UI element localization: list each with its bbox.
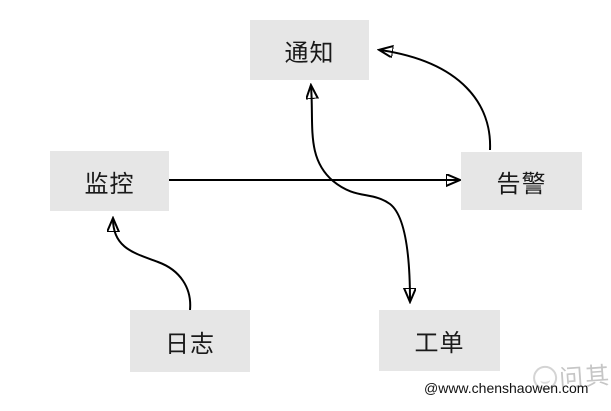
node-ticket: 工单 [379, 310, 500, 371]
node-notify: 通知 [250, 20, 369, 80]
node-alert: 告警 [461, 152, 582, 210]
edge-notify-ticket-double [311, 86, 410, 301]
watermark-site-text: @www.chenshaowen.com [424, 380, 589, 396]
node-log: 日志 [130, 310, 250, 372]
node-monitor: 监控 [50, 151, 169, 211]
edge-log-to-monitor [113, 219, 192, 311]
node-alert-label: 告警 [496, 170, 547, 198]
node-monitor-label: 监控 [84, 170, 135, 198]
node-ticket-label: 工单 [414, 330, 465, 357]
node-notify-label: 通知 [284, 39, 335, 67]
edge-alert-to-notify [380, 50, 492, 151]
node-log-label: 日志 [165, 330, 215, 358]
